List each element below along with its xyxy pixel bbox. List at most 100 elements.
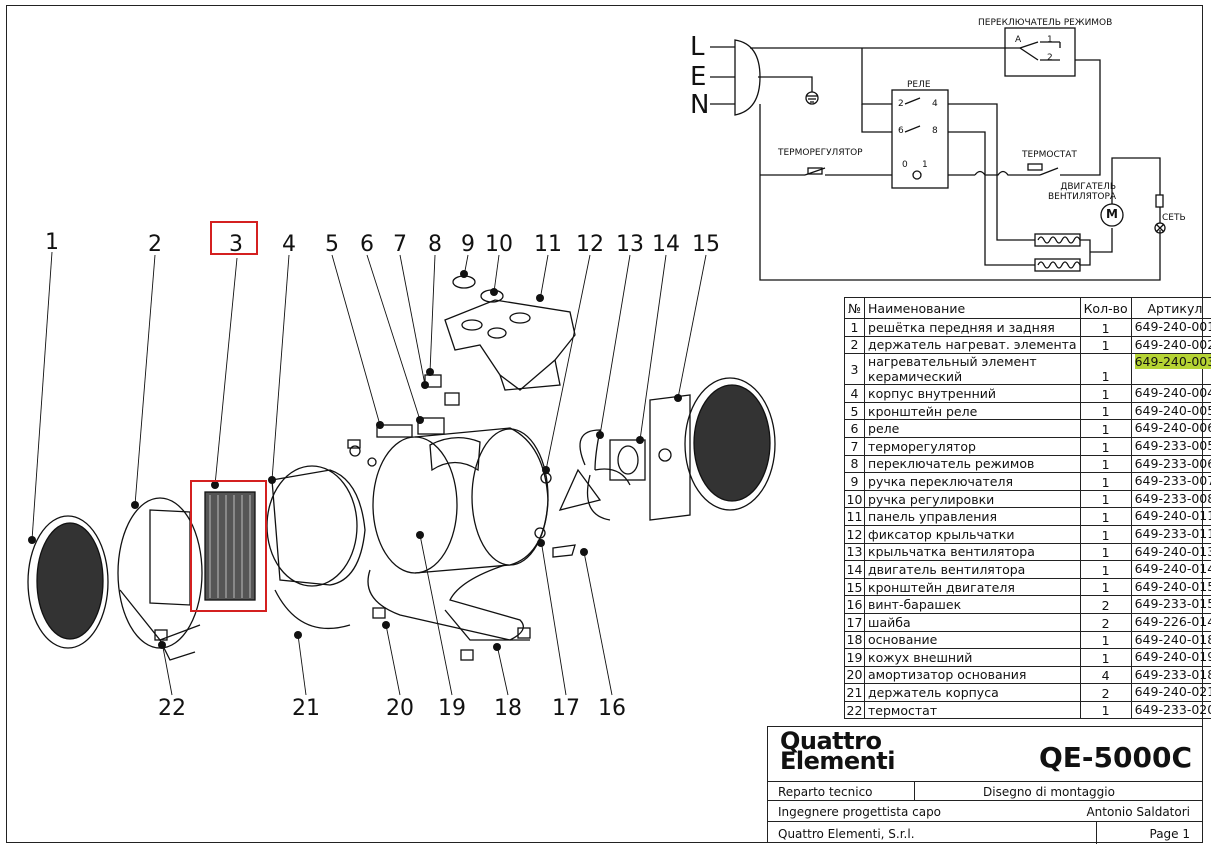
part-qty: 2 (1079, 612, 1132, 632)
part-qty: 1 (1079, 648, 1132, 667)
part-article[interactable]: 649-233-006 (1130, 454, 1211, 474)
part-name: двигатель вентилятора (864, 560, 1081, 579)
thermoregulator-label: ТЕРМОРЕГУЛЯТОР (778, 148, 863, 158)
parts-table-header: № Наименование Кол-во Артикул (843, 297, 1211, 319)
selected-part-highlight[interactable] (190, 480, 267, 612)
part-qty: 1 (1079, 384, 1132, 403)
callout-7: 7 (393, 232, 407, 257)
page-number: Page 1 (1149, 827, 1191, 841)
part-qty: 1 (1079, 401, 1132, 421)
part-article-text: 649-240-018 (1134, 631, 1211, 647)
part-number: 20 (843, 665, 866, 685)
callout-6: 6 (360, 232, 374, 257)
part-article[interactable]: 649-233-018 (1130, 665, 1211, 685)
title-row-engineer: Ingegnere progettista capo Antonio Salda… (768, 800, 1202, 822)
title-block: Quattro Elementi QE-5000C Reparto tecnic… (767, 726, 1203, 844)
part-article-text: 649-240-004 (1134, 385, 1211, 401)
terminal-e: E (690, 62, 707, 92)
company-name: Quattro Elementi, S.r.l. (778, 827, 915, 841)
mains-label: СЕТЬ (1162, 213, 1186, 223)
heater-element-2 (1034, 258, 1081, 272)
part-article-text: 649-240-019 (1134, 649, 1211, 665)
row-divider (1096, 822, 1097, 844)
part-qty: 1 (1079, 436, 1132, 456)
part-qty: 2 (1079, 595, 1132, 614)
part-qty: 1 (1079, 577, 1132, 597)
part-article[interactable]: 649-240-004 (1130, 384, 1211, 403)
part-qty: 1 (1079, 560, 1132, 579)
callout-13: 13 (616, 232, 644, 257)
title-row-company: Quattro Elementi, S.r.l. Page 1 (768, 821, 1202, 844)
part-name-text: кожух внешний (868, 649, 973, 665)
brand-line-2: Elementi (780, 747, 895, 775)
part-article[interactable]: 649-240-006 (1130, 419, 1211, 438)
part-article[interactable]: 649-233-020 (1130, 700, 1211, 720)
callout-1: 1 (45, 230, 59, 255)
part-article[interactable]: 649-240-021 (1130, 683, 1211, 702)
part-article[interactable]: 649-233-011 (1130, 524, 1211, 544)
part-article[interactable]: 649-240-014 (1130, 560, 1211, 579)
part-article[interactable]: 649-240-019 (1130, 648, 1211, 667)
part-name-text: корпус внутренний (868, 385, 997, 401)
col-qty: Кол-во (1079, 297, 1132, 319)
part-article-text: 649-240-001 (1134, 319, 1211, 334)
part-article[interactable]: 649-240-005 (1130, 401, 1211, 421)
part-name: основание (864, 630, 1081, 650)
part-article[interactable]: 649-233-008 (1130, 489, 1211, 509)
part-name: кожух внешний (864, 648, 1081, 667)
part-name-text: двигатель вентилятора (868, 561, 1026, 577)
part-article-text: 649-240-013 (1134, 543, 1211, 559)
part-article-text: 649-233-011 (1134, 525, 1211, 541)
part-name: амортизатор основания (864, 665, 1081, 685)
dept-label: Reparto tecnico (778, 785, 873, 799)
part-number: 13 (843, 542, 866, 562)
part-article-text: 649-233-008 (1134, 490, 1211, 506)
callout-5: 5 (325, 232, 339, 257)
part-name: крыльчатка вентилятора (864, 542, 1081, 562)
part-name-text: переключатель режимов (868, 456, 1035, 472)
part-article-text: 649-240-021 (1134, 684, 1211, 700)
row-divider (914, 782, 915, 801)
col-article: Артикул (1130, 297, 1211, 319)
part-qty: 1 (1079, 454, 1132, 474)
part-article[interactable]: 649-233-005 (1130, 436, 1211, 456)
part-name: решётка передняя и задняя (864, 318, 1081, 337)
callout-18: 18 (494, 696, 522, 721)
callout-11: 11 (534, 232, 562, 257)
part-name-text: ручка регулировки (868, 491, 995, 507)
part-article[interactable]: 649-240-003 (1130, 353, 1211, 386)
part-article[interactable]: 649-233-007 (1130, 472, 1211, 491)
part-name: термостат (864, 700, 1081, 720)
part-name-text: основание (868, 632, 938, 648)
callout-8: 8 (428, 232, 442, 257)
part-article[interactable]: 649-240-002 (1130, 335, 1211, 355)
relay-contact-8: 8 (932, 126, 938, 136)
callout-19: 19 (438, 696, 466, 721)
part-name: кронштейн реле (864, 401, 1081, 421)
relay-box (891, 89, 949, 189)
part-number: 21 (843, 683, 866, 702)
part-article[interactable]: 649-240-013 (1130, 542, 1211, 562)
part-article[interactable]: 649-240-011 (1130, 507, 1211, 526)
part-name-text: реле (868, 421, 900, 437)
callout-12: 12 (576, 232, 604, 257)
part-name: корпус внутренний (864, 384, 1081, 403)
part-article[interactable]: 649-240-001 (1130, 318, 1211, 337)
callout-21: 21 (292, 696, 320, 721)
part-article-text: 649-233-006 (1134, 455, 1211, 471)
part-article[interactable]: 649-233-015 (1130, 595, 1211, 614)
part-article[interactable]: 649-226-014 (1130, 612, 1211, 632)
part-article-text: 649-240-014 (1134, 561, 1211, 577)
part-qty: 1 (1079, 472, 1132, 491)
part-name-text: кронштейн реле (868, 403, 978, 419)
part-name-text: крыльчатка вентилятора (868, 544, 1035, 560)
part-article[interactable]: 649-240-015 (1130, 577, 1211, 597)
part-article[interactable]: 649-240-018 (1130, 630, 1211, 650)
